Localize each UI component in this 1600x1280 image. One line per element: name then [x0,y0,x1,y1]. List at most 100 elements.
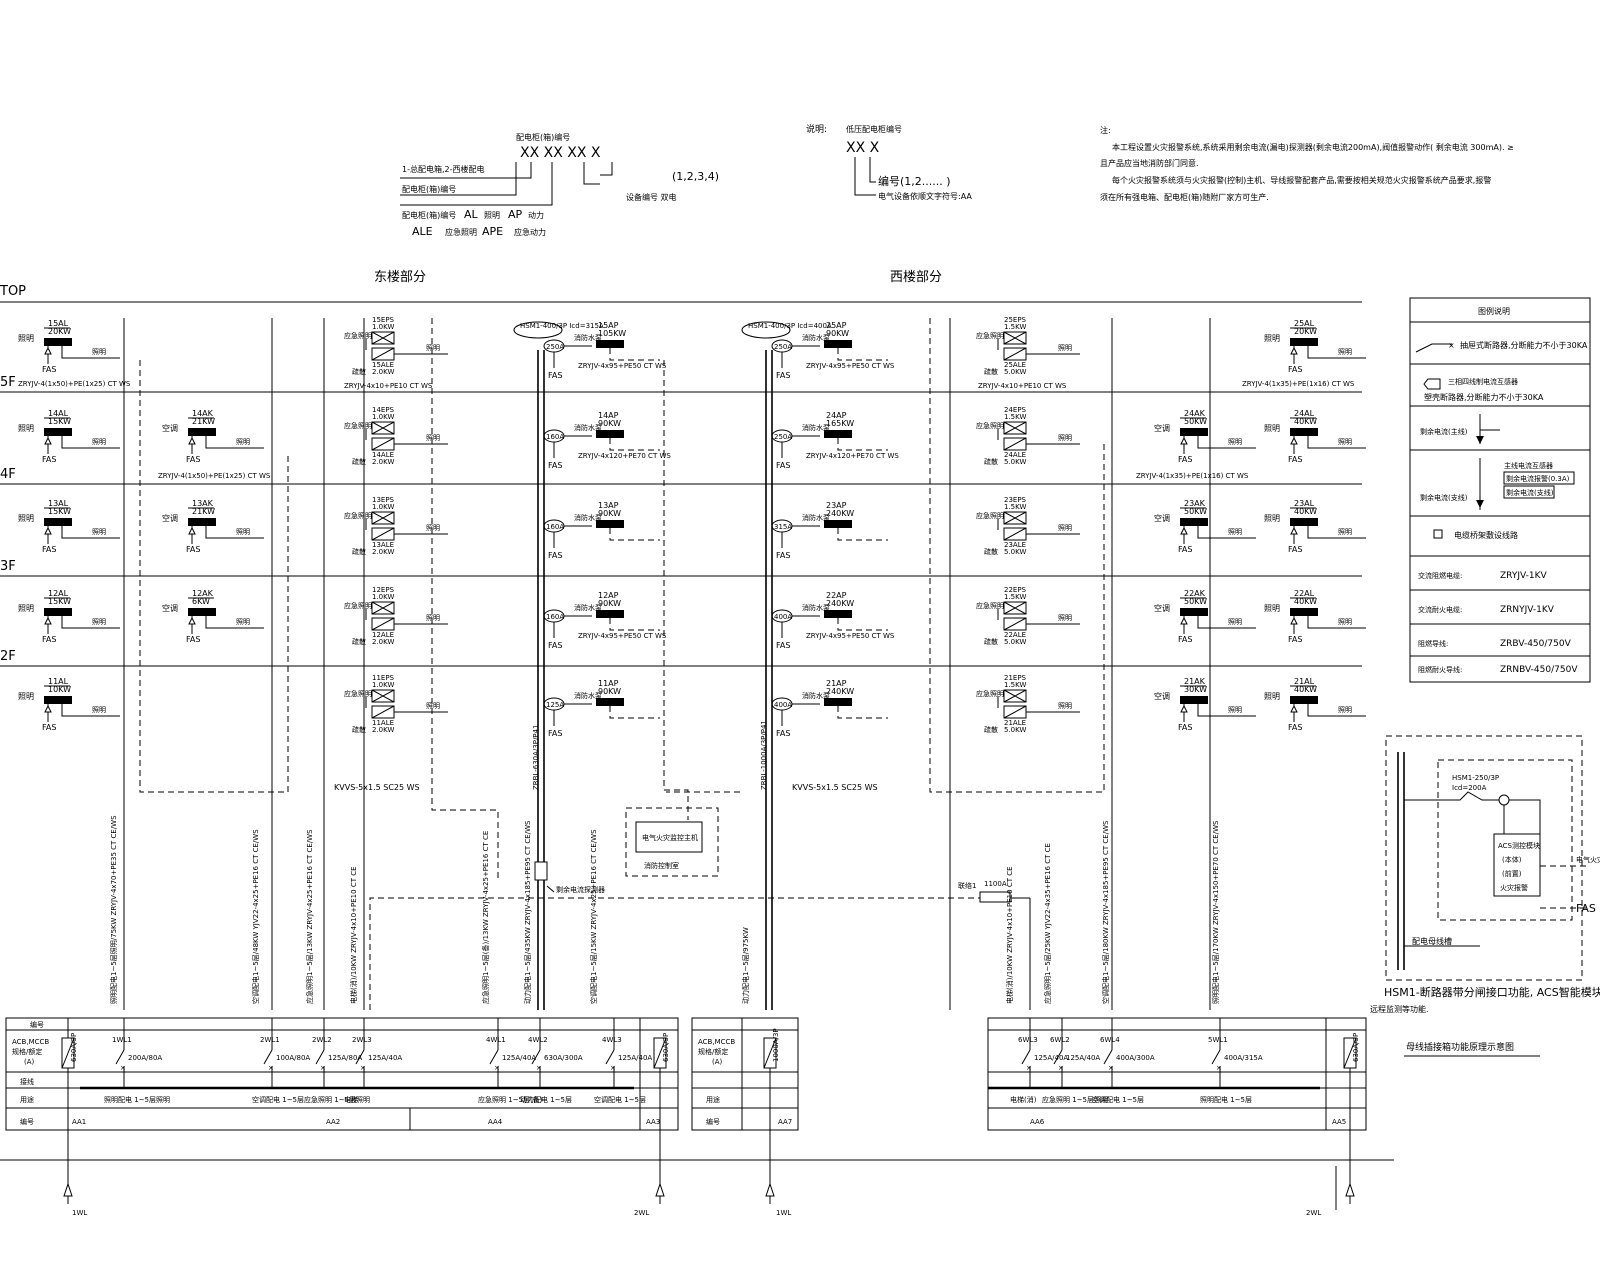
floor-label: 4F [0,467,16,482]
branch-label: 照明 [1338,706,1352,714]
main-breaker-rating: 630A/3P [70,1033,78,1062]
naming-type-al: AL [464,208,479,221]
ale-out-label: 照明 [426,344,440,352]
eps-id: 12EPS [372,586,395,594]
circuit-id: 2WL2 [312,1036,332,1044]
naming-legend-top-label: 配电柜(箱)编号 [516,132,570,142]
eps-kw: 1.5KW [1004,503,1026,511]
feeder-cables: 照明配电1~5层照明/75KW ZRYJV-4x70+PE35 CT CE/WS… [109,815,1220,1004]
cable-legend-name: 阻燃耐火导线: [1418,665,1462,674]
fas-arrow [44,704,52,713]
panel-note: 空调 [162,423,178,433]
eps-diag [371,421,395,435]
breaker-rating: 125A/40A [368,1054,402,1062]
breaker-switch [115,1049,125,1065]
east-section-title: 东楼部分 [374,270,426,285]
breaker-switch [1211,1049,1221,1065]
east-eps-signal [431,318,499,880]
eps-label: 应急照明 [976,421,1004,430]
ale-kw: 2.0KW [372,726,394,734]
ap-role: 消防水泵 [802,333,830,342]
east-ap-signal [663,360,689,820]
panel-kw: 6KW [192,597,210,606]
eps-label: 应急照明 [344,689,372,698]
circuit-id: 4WL3 [602,1036,622,1044]
ale-out-label: 照明 [1058,702,1072,710]
ale-label: 疏散 [984,725,998,734]
busway-acs-sub1: (本体) [1502,855,1522,864]
fas-arrow [44,616,52,625]
panel-block [1180,428,1208,436]
ale-id: 24ALE [1004,451,1026,459]
panel-id: 11AL [48,677,69,686]
ale-diag [1003,347,1027,361]
panel-id: 21AK [1184,677,1206,686]
ale-out-label: 照明 [426,614,440,622]
hsm-box [513,321,563,339]
panel-id: 25AL [1294,319,1315,328]
ale-id: 15ALE [372,361,394,369]
ale-diag [371,705,395,719]
ap-fuse: 125A [546,701,564,709]
feeder-east: 空调配电1~5层/48KW YJV22-4x25+PE16 CT CE/WS [251,829,260,1004]
ale-diag [1003,527,1027,541]
panel-block [188,518,216,526]
ap-signal [609,706,660,719]
fas-label: FAS [42,723,56,732]
eps-kw: 1.0KW [372,323,394,331]
row-label: 用途 [706,1095,720,1104]
eps-label: 应急照明 [976,511,1004,520]
panel-note: 照明 [18,692,34,701]
row-label: 编号 [706,1117,720,1126]
link-kw: 1100A [984,880,1007,888]
ap-cable: ZRYJV-4x95+PE50 CT WS [806,632,895,640]
fas-arrow [1180,704,1188,713]
panel-block [1180,608,1208,616]
symbol-legend-r4d: 剩余电流(支线) [1420,493,1468,502]
fas-arrow [44,526,52,535]
panel-id: 12AL [48,589,69,598]
symbol-legend-r5: 电缆桥架敷设线路 [1454,530,1518,540]
busway-detail: HSM1-250/3P Icd=200A ACS测控模块 (本体) (前置) 火… [1370,735,1600,1057]
branch [1197,704,1256,717]
branch [61,616,120,629]
breaker-rating: 125A/40A [618,1054,652,1062]
ale-kw: 5.0KW [1004,458,1026,466]
ap-block [596,520,624,528]
panel-block [44,338,72,346]
feeder-west: 应急照明1~5层/25KW YJV22-4x35+PE16 CT CE [1043,843,1052,1004]
ale-out-label: 照明 [1058,344,1072,352]
circuit-id: 5WL1 [1208,1036,1228,1044]
ap-block [596,698,624,706]
circuit-id: 4WL2 [528,1036,548,1044]
cable-legend-type: ZRNYJV-1KV [1500,605,1555,615]
panel-block [44,518,72,526]
cable-legend-name: 交流阻燃电缆: [1418,571,1462,580]
eps-label: 应急照明 [344,421,372,430]
ap-fuse: 160A [546,523,564,531]
ap-id: 24AP [826,411,847,420]
branch [205,436,264,449]
board-id: AA6 [1030,1118,1045,1126]
eps-id: 24EPS [1004,406,1027,414]
naming-type-ap: AP [508,208,523,221]
ap-role: 消防水泵 [574,691,602,700]
symbol-legend-r2a: 三相四线制电流互感器 [1448,377,1518,386]
eps-label: 应急照明 [976,689,1004,698]
panel-kw: 40KW [1294,507,1317,516]
eps-diag [1003,421,1027,435]
ale-out-label: 照明 [1058,524,1072,532]
panel-note: 空调 [1154,691,1170,701]
ap-id: 11AP [598,679,619,688]
breaker-use: 电梯(消) [1010,1095,1037,1104]
feeder-mid: 动力配电1~5层/975KW [741,927,750,1004]
incoming-label: 1WL [776,1209,791,1217]
branch [61,346,120,359]
ale-out-label: 照明 [426,524,440,532]
ap-block [596,610,624,618]
breaker-use: 动力配电 1~5层 [520,1095,572,1104]
panel-block [1290,608,1318,616]
branch-label: 照明 [92,528,106,536]
ap-id: 25AP [826,321,847,330]
